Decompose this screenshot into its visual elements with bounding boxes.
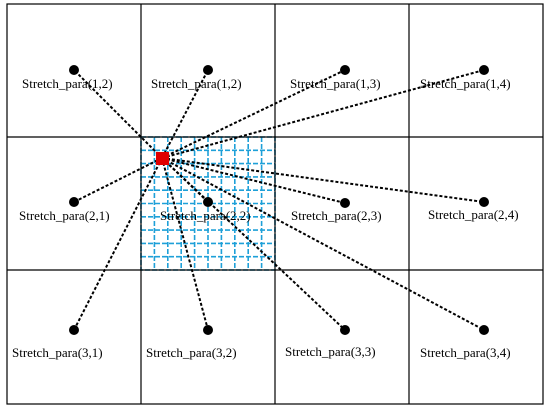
control-point-3-3 <box>340 325 350 335</box>
connector-2-3 <box>161 157 346 204</box>
main-grid <box>6 3 544 405</box>
connector-1-2 <box>161 69 209 159</box>
label-1-1: Stretch_para(1,2) <box>22 76 113 91</box>
control-point-2-4 <box>479 197 489 207</box>
labels: Stretch_para(1,2) Stretch_para(1,2) Stre… <box>12 76 519 360</box>
connector-lines <box>73 69 485 331</box>
label-3-2: Stretch_para(3,2) <box>146 345 237 360</box>
control-point-1-1 <box>69 65 79 75</box>
label-2-3: Stretch_para(2,3) <box>291 208 382 223</box>
connector-3-3 <box>161 157 346 331</box>
control-point-1-2 <box>203 65 213 75</box>
connector-3-1 <box>73 157 163 331</box>
control-point-1-4 <box>479 65 489 75</box>
control-point-3-2 <box>203 325 213 335</box>
control-point-1-3 <box>340 65 350 75</box>
label-2-4: Stretch_para(2,4) <box>428 207 519 222</box>
control-point-2-1 <box>69 197 79 207</box>
connector-2-1 <box>73 157 163 203</box>
connector-2-4 <box>161 157 485 203</box>
label-3-4: Stretch_para(3,4) <box>420 345 511 360</box>
connector-3-4 <box>161 157 485 331</box>
connector-1-3 <box>161 69 346 159</box>
label-3-1: Stretch_para(3,1) <box>12 345 103 360</box>
connector-1-4 <box>161 69 485 159</box>
label-1-2: Stretch_para(1,2) <box>151 76 242 91</box>
control-point-2-2 <box>203 197 213 207</box>
label-3-3: Stretch_para(3,3) <box>285 344 376 359</box>
control-points <box>69 65 489 335</box>
label-2-1: Stretch_para(2,1) <box>19 208 110 223</box>
connector-1-1 <box>73 69 163 159</box>
label-2-2: Stretch_para(2,2) <box>160 208 251 223</box>
control-point-2-3 <box>340 198 350 208</box>
center-point-marker <box>156 152 169 165</box>
control-point-3-1 <box>69 325 79 335</box>
control-point-3-4 <box>479 325 489 335</box>
label-1-3: Stretch_para(1,3) <box>290 76 381 91</box>
label-1-4: Stretch_para(1,4) <box>420 76 511 91</box>
